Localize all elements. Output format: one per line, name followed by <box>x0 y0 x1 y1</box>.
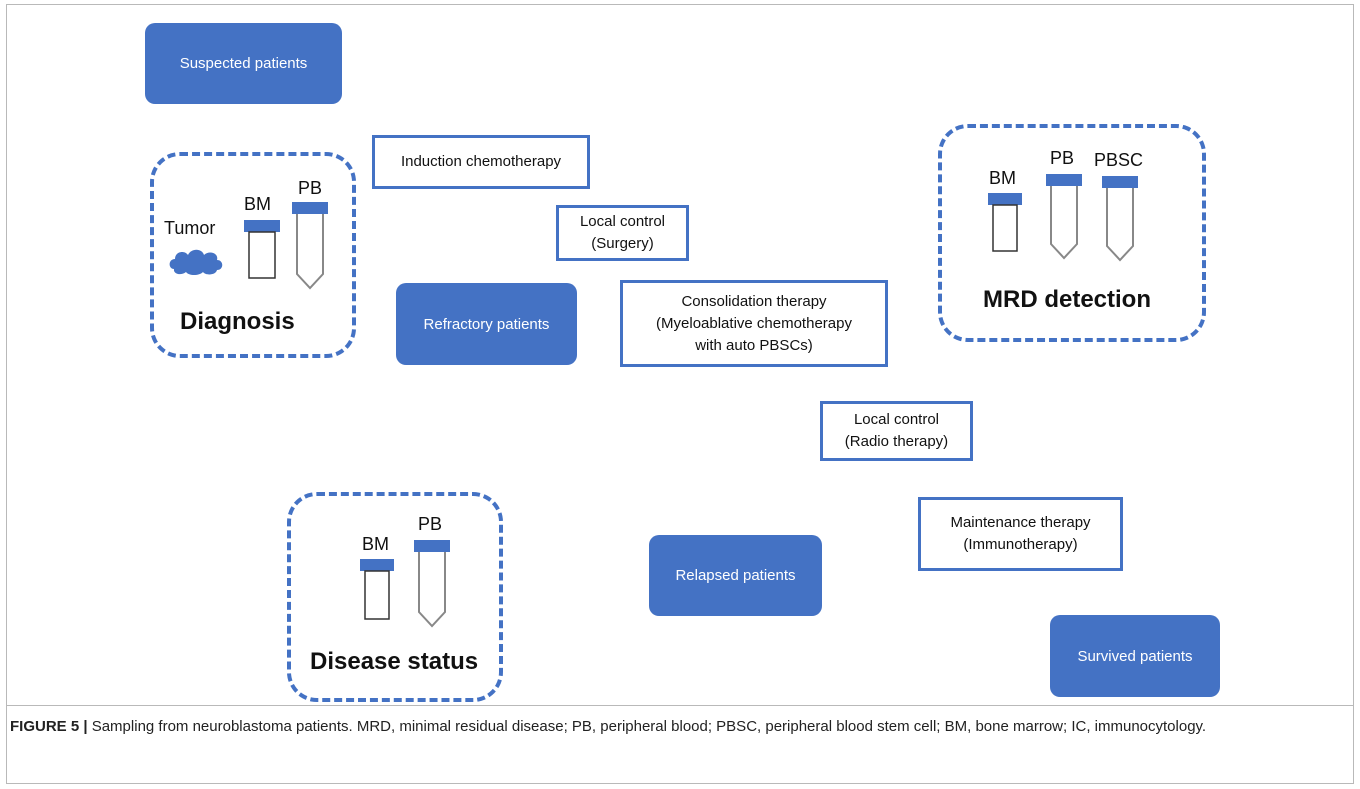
local-control-radio-label: Local control (Radio therapy) <box>844 411 949 450</box>
mrd-bm-label: BM <box>989 168 1016 188</box>
maintenance-therapy-box: Maintenance therapy (Immunotherapy) <box>918 497 1123 571</box>
tumor-cloud-icon <box>169 249 223 275</box>
relapsed-patients-box: Relapsed patients <box>649 535 822 616</box>
bm-tube-icon <box>988 193 1022 252</box>
refractory-patients-box: Refractory patients <box>396 283 577 365</box>
pb-tube-icon <box>414 540 450 628</box>
diagnosis-group <box>150 152 356 358</box>
suspected-patients-box: Suspected patients <box>145 23 342 104</box>
diagnosis-bm-label: BM <box>244 194 271 214</box>
suspected-patients-label: Suspected patients <box>179 55 308 72</box>
caption-text: Sampling from neuroblastoma patients. MR… <box>87 718 1207 735</box>
disease-pb-label: PB <box>418 514 443 534</box>
mrd-pbsc-label: PBSC <box>1094 150 1144 170</box>
pb-tube-icon <box>1046 174 1082 260</box>
caption-label: FIGURE 5 | <box>10 718 88 735</box>
mrd-detection-group <box>938 124 1206 342</box>
disease-status-group <box>287 492 503 702</box>
survived-patients-box: Survived patients <box>1050 615 1220 697</box>
induction-chemotherapy-label: Induction chemotherapy <box>400 153 562 170</box>
diagnosis-pb-label: PB <box>298 178 323 198</box>
diagnosis-tumor-label: Tumor <box>164 218 216 238</box>
consolidation-therapy-label: Consolidation therapy (Myeloablative che… <box>656 292 852 354</box>
mrd-detection-title: MRD detection <box>983 286 1151 313</box>
disease-bm-label: BM <box>362 534 389 554</box>
maintenance-therapy-label: Maintenance therapy (Immunotherapy) <box>950 514 1091 553</box>
figure-caption: FIGURE 5 | Sampling from neuroblastoma p… <box>10 716 1340 738</box>
local-control-surgery-box: Local control (Surgery) <box>556 205 689 261</box>
pb-tube-icon <box>292 202 328 290</box>
figure-frame <box>6 4 1354 784</box>
refractory-patients-label: Refractory patients <box>423 315 550 333</box>
pbsc-tube-icon <box>1102 176 1138 262</box>
relapsed-patients-label: Relapsed patients <box>675 567 796 584</box>
bm-tube-icon <box>244 220 280 279</box>
local-control-surgery-label: Local control (Surgery) <box>579 213 666 252</box>
diagnosis-title: Diagnosis <box>180 308 295 335</box>
induction-chemotherapy-box: Induction chemotherapy <box>372 135 590 189</box>
local-control-radio-box: Local control (Radio therapy) <box>820 401 973 461</box>
bm-tube-icon <box>360 559 394 620</box>
survived-patients-label: Survived patients <box>1077 647 1193 665</box>
mrd-pb-label: PB <box>1050 148 1075 168</box>
disease-status-title: Disease status <box>310 648 479 675</box>
caption-divider <box>6 705 1354 706</box>
consolidation-therapy-box: Consolidation therapy (Myeloablative che… <box>620 280 888 367</box>
